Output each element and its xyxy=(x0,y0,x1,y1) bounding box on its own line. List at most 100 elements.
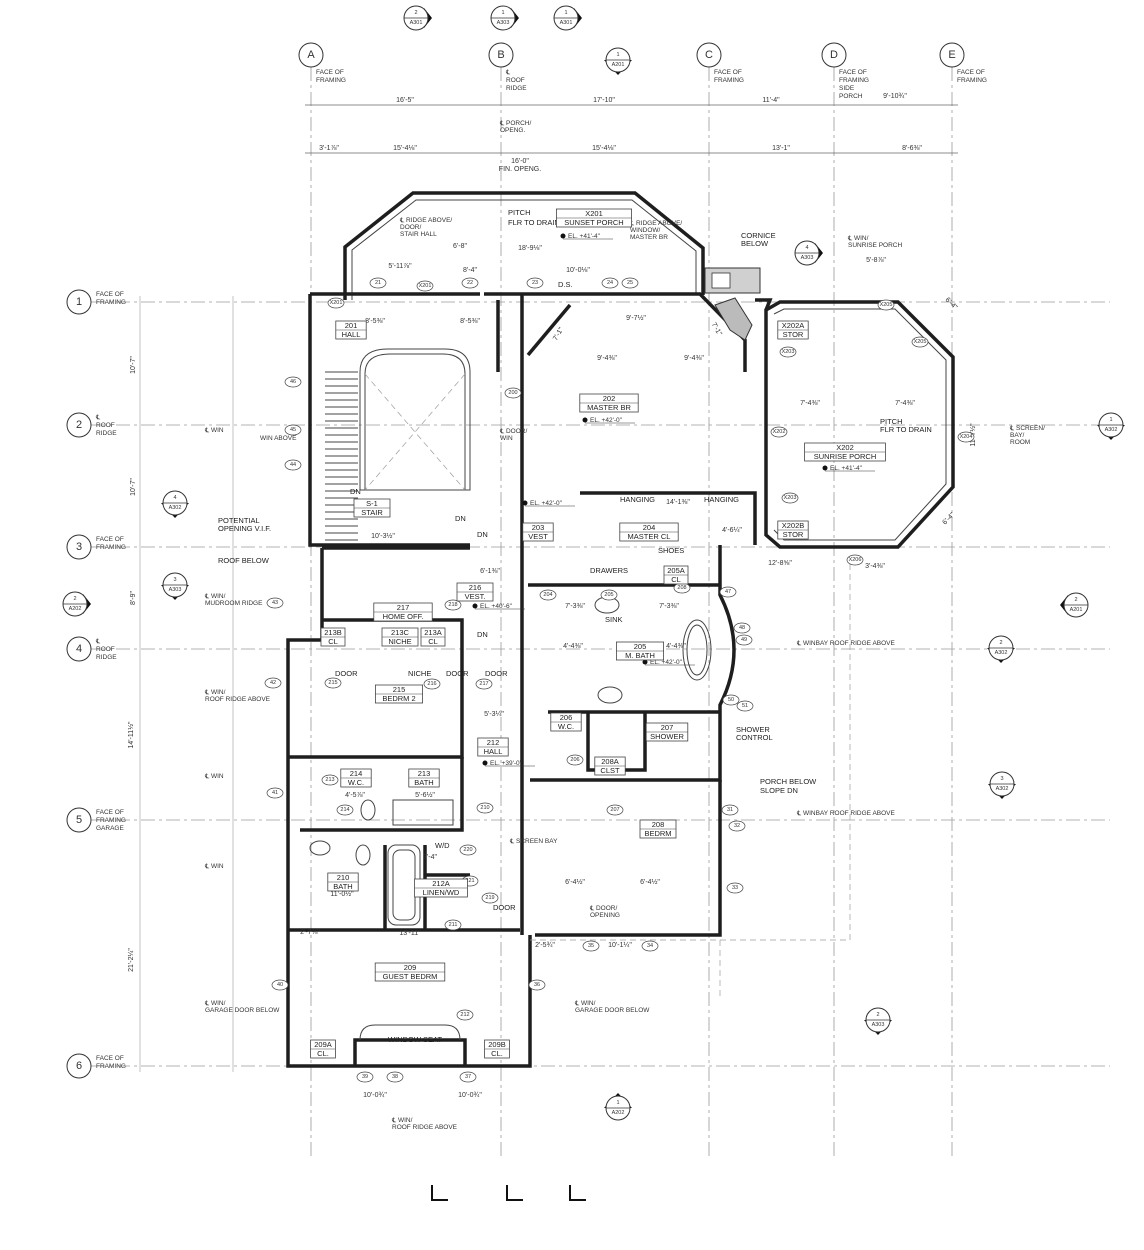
centerline-note-line: GARAGE DOOR BELOW xyxy=(205,1007,280,1014)
tag-text: X203 xyxy=(782,349,795,355)
grid-note: PORCH xyxy=(839,93,863,100)
room-number: 203 xyxy=(532,523,545,532)
door-window-tag: X204 xyxy=(957,431,975,443)
door-window-tag: 24 xyxy=(601,277,619,289)
centerline-note: ℄ WIN/SUNRISE PORCH xyxy=(847,235,902,249)
centerline-note-line: ℄ WIN xyxy=(204,863,224,870)
centerline-note: ℄ WINBAY ROOF RIDGE ABOVE xyxy=(796,640,896,647)
centerline-note: ℄ RIDGE ABOVE/WINDOW/MASTER BR xyxy=(629,220,682,241)
sheet-number: A302 xyxy=(1105,427,1118,433)
annotation-text: SHOES xyxy=(658,546,684,555)
dimension-text: 9'-10¾" xyxy=(883,93,907,100)
tag-text: X205 xyxy=(914,339,927,345)
dimension-text: 3'-1⅞" xyxy=(319,145,339,152)
room-number: 217 xyxy=(397,603,410,612)
room-number: X202 xyxy=(836,443,854,452)
annotation-text: DN xyxy=(455,514,466,523)
centerline-note-line: ℄ WIN/ xyxy=(574,1000,596,1007)
door-window-tag: 211 xyxy=(444,919,462,931)
centerline-note: ℄ SCREEN BAY xyxy=(509,838,558,845)
dimension-text: 6'-4" xyxy=(944,297,959,312)
door-window-tag: 44 xyxy=(284,459,302,471)
door-window-tag: 34 xyxy=(641,940,659,952)
section-number: 1 xyxy=(616,52,619,58)
room-number: 213A xyxy=(424,628,442,637)
room-name: BATH xyxy=(333,882,352,891)
centerline-note-line: ℄ WIN/ xyxy=(204,593,226,600)
annotation-text: DOOR xyxy=(335,669,358,678)
annotation-text: W/D xyxy=(435,841,450,850)
tag-text: 38 xyxy=(392,1074,398,1080)
sheet-number: A303 xyxy=(169,587,182,593)
centerline-note: ℄ WIN/ROOF RIDGE ABOVE xyxy=(391,1117,458,1131)
grid-bubble-label: A xyxy=(307,49,315,61)
tag-text: 43 xyxy=(272,600,278,606)
dimension-text: 12'-8⅝" xyxy=(768,560,792,567)
elevation-target-icon xyxy=(822,465,828,471)
tag-text: 40 xyxy=(277,982,283,988)
room-number: 214 xyxy=(350,769,363,778)
tag-text: X204 xyxy=(960,434,973,440)
room-name: SHOWER xyxy=(650,732,684,741)
tag-text: 23 xyxy=(532,280,538,286)
door-window-tag: 214 xyxy=(336,804,354,816)
room-name: STAIR xyxy=(361,508,383,517)
tag-text: X206 xyxy=(849,557,862,563)
door-window-tag: 213 xyxy=(321,774,339,786)
dimension-text: 13'-1" xyxy=(772,145,790,152)
tag-text: 36 xyxy=(534,982,540,988)
room-name: W.C. xyxy=(558,722,574,731)
grid-bubble-label: 2 xyxy=(76,419,82,431)
elevation-marker: EL. +41'-4" xyxy=(560,233,613,240)
centerline-note: ℄ RIDGE ABOVE/DOOR/STAIR HALL xyxy=(399,217,452,238)
room-name: MASTER CL xyxy=(628,532,671,541)
centerline-note: ℄ WIN xyxy=(204,773,224,780)
centerline-note: ℄ WIN/GARAGE DOOR BELOW xyxy=(204,1000,280,1014)
